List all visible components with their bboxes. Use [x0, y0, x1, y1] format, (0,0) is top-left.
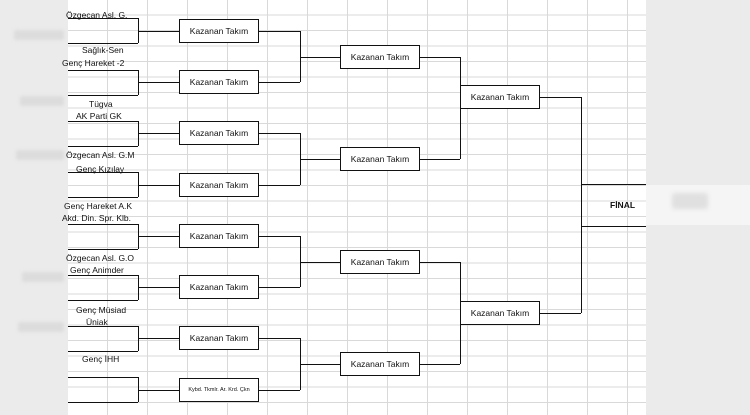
team-name: Sağlık-Sen [82, 45, 124, 55]
bracket-line [259, 82, 300, 83]
bracket-line [420, 262, 460, 263]
round2-winner-box[interactable]: Kazanan Takım [340, 352, 420, 376]
final-top-border [581, 184, 646, 185]
bracket-line [68, 300, 138, 301]
team-name: Genç Animder [70, 265, 124, 275]
bracket-line [68, 377, 138, 378]
bracket-line [68, 275, 138, 276]
bracket-line [300, 159, 340, 160]
bracket-line [68, 18, 138, 19]
team-name: AK Parti GK [76, 111, 122, 121]
round3-winner-box[interactable]: Kazanan Takım [460, 85, 540, 109]
bracket-line [138, 236, 179, 237]
bracket-line [68, 95, 138, 96]
bracket-line [300, 31, 301, 82]
round1-winner-box[interactable]: Kazanan Takım [179, 173, 259, 197]
blurred-text [14, 30, 64, 40]
bracket-line [138, 31, 179, 32]
team-name: Genç Müsiad [76, 305, 127, 315]
bracket-line [138, 133, 179, 134]
blurred-text [22, 272, 64, 282]
bracket-line [68, 172, 138, 173]
round1-winner-box[interactable]: Kazanan Takım [179, 326, 259, 350]
bracket-line [68, 224, 138, 225]
round1-winner-box[interactable]: Kybd. Tkmlr. Ar. Krd. Çkn [179, 378, 259, 402]
team-name: Özgecan Asl. G.M [66, 150, 135, 160]
bracket-line [138, 82, 179, 83]
bracket-line [420, 57, 460, 58]
bracket-line [68, 249, 138, 250]
bracket-line [259, 338, 300, 339]
bracket-line [68, 351, 138, 352]
bracket-line [138, 185, 179, 186]
bracket-line [420, 159, 460, 160]
team-name: Genç Hareket -2 [62, 58, 125, 68]
blurred-text [20, 96, 64, 106]
round1-winner-box[interactable]: Kazanan Takım [179, 121, 259, 145]
round2-winner-box[interactable]: Kazanan Takım [340, 250, 420, 274]
round3-winner-box[interactable]: Kazanan Takım [460, 301, 540, 325]
team-name: Özgecan Asl. G.O [66, 253, 135, 263]
round1-winner-box[interactable]: Kazanan Takım [179, 19, 259, 43]
bracket-line [138, 287, 179, 288]
round1-winner-box[interactable]: Kazanan Takım [179, 224, 259, 248]
team-name: Genç İHH [82, 354, 120, 364]
bracket-line [300, 236, 301, 287]
bracket-line [259, 236, 300, 237]
team-name: Akd. Din. Spr. Klb. [62, 213, 131, 223]
final-label: FİNAL [610, 200, 636, 210]
bracket-line [68, 197, 138, 198]
sheet-grid[interactable] [68, 0, 646, 415]
blurred-text [16, 150, 64, 160]
bracket-line [138, 18, 139, 43]
blurred-cell [672, 193, 708, 209]
bracket-line [259, 390, 300, 391]
bracket-line [300, 262, 340, 263]
team-name: Genç Hareket A.K [64, 201, 133, 211]
bracket-line [540, 313, 581, 314]
round1-winner-box[interactable]: Kazanan Takım [179, 275, 259, 299]
bracket-line [300, 364, 340, 365]
blurred-text [18, 322, 64, 332]
team-name: Genç Kızılay [76, 164, 125, 174]
team-name: Özgecan Asl. G. [66, 10, 128, 20]
bracket-line [68, 402, 138, 403]
bracket-line [259, 287, 300, 288]
bracket-line [300, 57, 340, 58]
bracket-line [138, 338, 179, 339]
bracket-line [68, 146, 138, 147]
bracket-line [68, 121, 138, 122]
bracket-line [68, 326, 138, 327]
bracket-line [581, 97, 582, 313]
bracket-line [259, 31, 300, 32]
bracket-line [138, 377, 139, 402]
round2-winner-box[interactable]: Kazanan Takım [340, 45, 420, 69]
left-blurred-area [0, 0, 68, 415]
team-name: Tügva [89, 99, 113, 109]
bracket-line [68, 43, 138, 44]
team-name: Üniak [86, 317, 108, 327]
bracket-line [259, 133, 300, 134]
bracket-line [68, 70, 138, 71]
bracket-line [420, 364, 460, 365]
bracket-line [138, 172, 139, 197]
bracket-line [259, 185, 300, 186]
bracket-line [540, 97, 581, 98]
final-bottom-border [581, 226, 646, 227]
round1-winner-box[interactable]: Kazanan Takım [179, 70, 259, 94]
bracket-line [138, 390, 179, 391]
round2-winner-box[interactable]: Kazanan Takım [340, 147, 420, 171]
